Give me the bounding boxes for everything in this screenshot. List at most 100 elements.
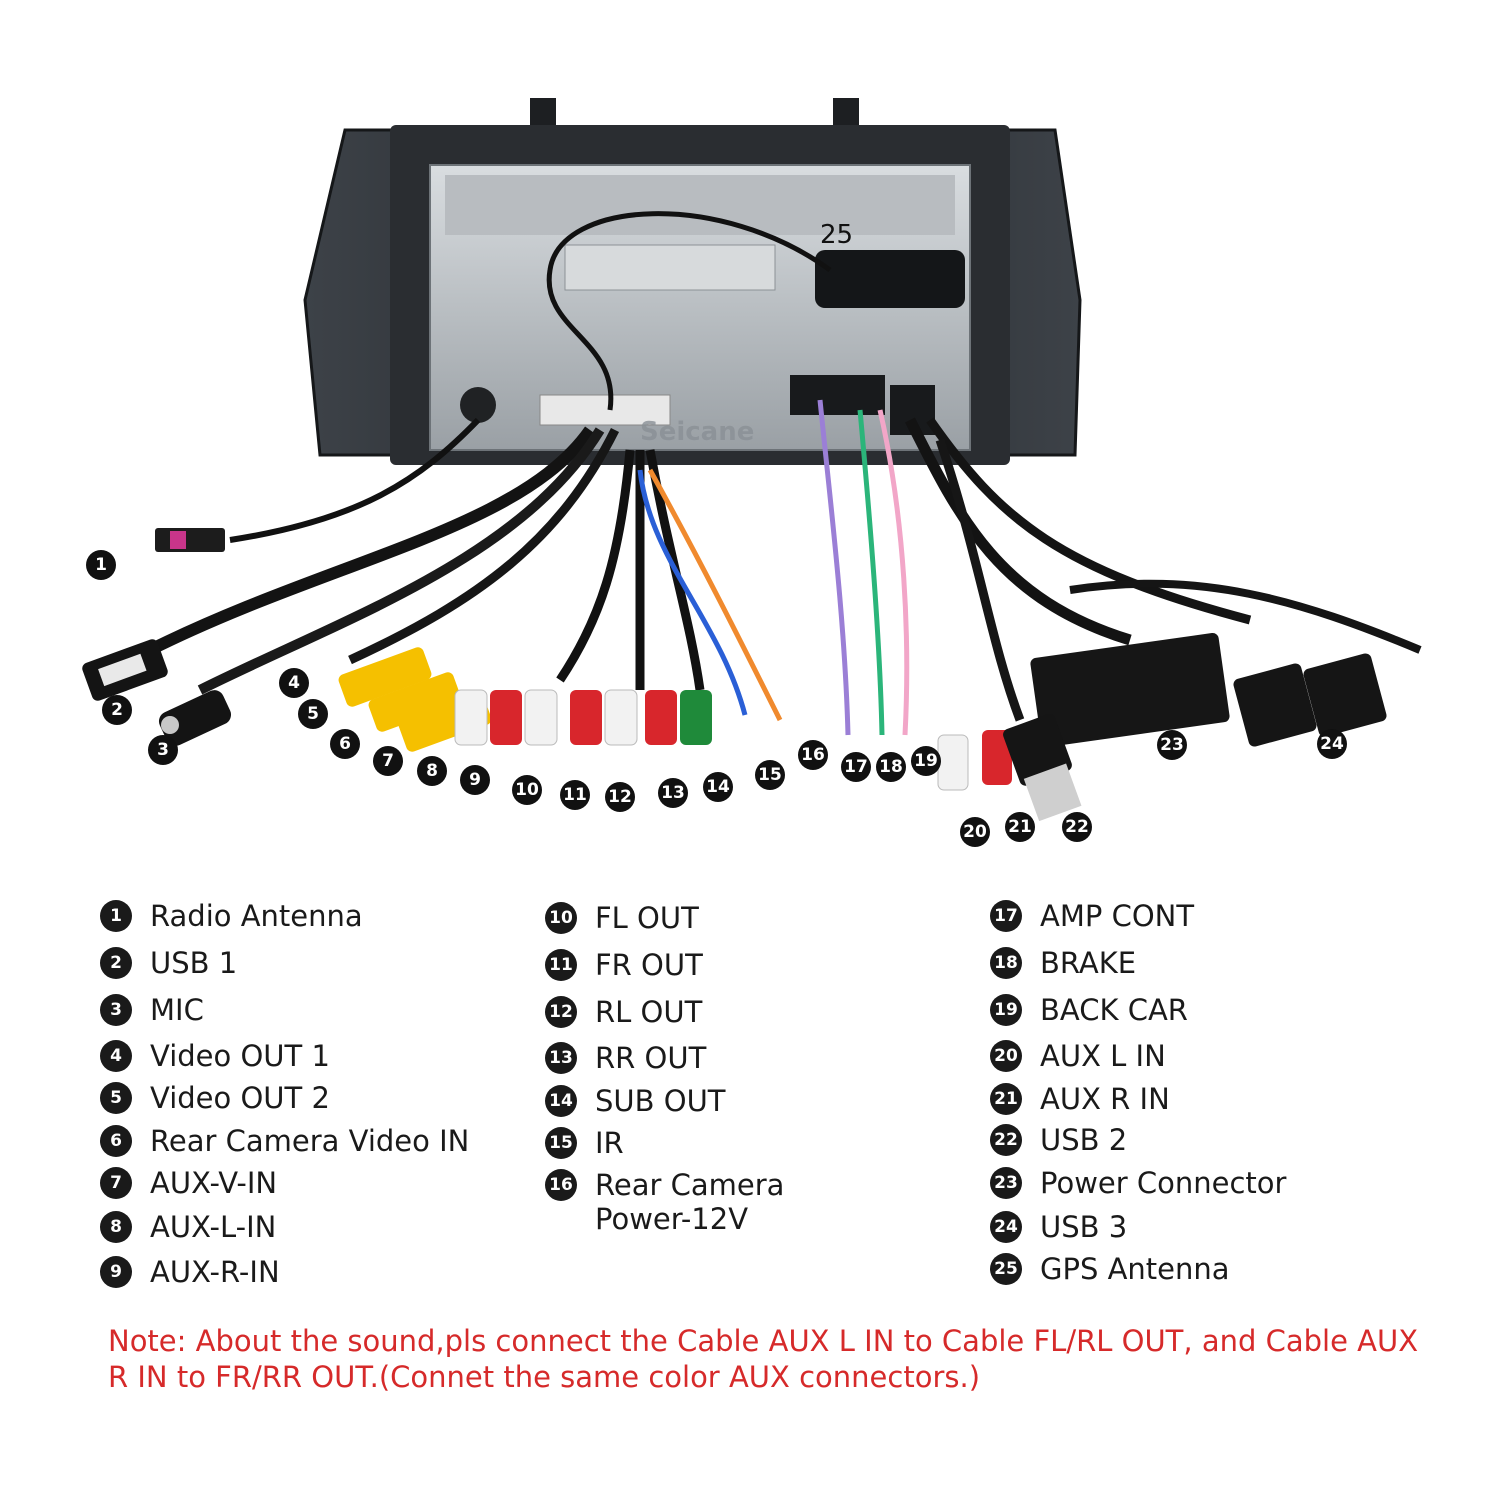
chassis-top-panel — [445, 175, 955, 235]
legend-label: AUX R IN — [1040, 1082, 1170, 1116]
brand-watermark: Seicane — [640, 417, 754, 447]
legend-label: Video OUT 2 — [150, 1081, 330, 1115]
legend-label: Radio Antenna — [150, 899, 363, 933]
antenna-port — [460, 387, 496, 423]
mic-connector — [158, 690, 232, 746]
wire-blue — [637, 469, 748, 716]
legend-label: FR OUT — [595, 948, 703, 982]
legend-num: 21 — [990, 1083, 1022, 1115]
wire-pink — [877, 409, 910, 736]
callout-6: 6 — [330, 729, 360, 759]
callout-24: 24 — [1317, 729, 1347, 759]
legend-label: Rear Camera Video IN — [150, 1124, 470, 1158]
callout-5: 5 — [298, 699, 328, 729]
legend-label: USB 3 — [1040, 1210, 1128, 1244]
radio-antenna-cable — [229, 417, 481, 543]
legend-num: 3 — [100, 994, 132, 1026]
legend-num: 18 — [990, 947, 1022, 979]
legend-label: GPS Antenna — [1040, 1252, 1230, 1286]
legend-label: Power Connector — [1040, 1166, 1287, 1200]
callout-17: 17 — [841, 752, 871, 782]
wire-green — [857, 409, 885, 736]
legend-item-3: 3 MIC — [100, 993, 204, 1027]
legend-label: Video OUT 1 — [150, 1039, 330, 1073]
legend-item-21: 21 AUX R IN — [990, 1082, 1170, 1116]
legend-label: RR OUT — [595, 1041, 707, 1075]
legend-num: 13 — [545, 1042, 577, 1074]
legend-num: 16 — [545, 1169, 577, 1201]
legend-num: 12 — [545, 996, 577, 1028]
legend-num: 5 — [100, 1082, 132, 1114]
usb3-connector-a — [1233, 663, 1317, 747]
legend-item-24: 24 USB 3 — [990, 1210, 1127, 1244]
callout-12: 12 — [605, 782, 635, 812]
legend-item-18: 18 BRAKE — [990, 946, 1136, 980]
usb3-connector-b — [1303, 653, 1387, 737]
callout-22: 22 — [1062, 812, 1092, 842]
wire-purple — [817, 399, 851, 736]
callout-18: 18 — [876, 752, 906, 782]
callout-20: 20 — [960, 817, 990, 847]
callout-25: 25 — [820, 220, 854, 250]
gps-cable — [546, 211, 832, 411]
port-strip-left — [539, 394, 671, 426]
legend-num: 10 — [545, 902, 577, 934]
harness-illustration: Seicane — [82, 98, 1422, 822]
legend-num: 23 — [990, 1167, 1022, 1199]
legend-num: 9 — [100, 1256, 132, 1288]
callout-19: 19 — [911, 746, 941, 776]
legend-label: RL OUT — [595, 995, 703, 1029]
power-connector-block — [1030, 632, 1230, 748]
usb3-cable — [1069, 579, 1422, 654]
legend-num: 17 — [990, 900, 1022, 932]
legend-num: 25 — [990, 1253, 1022, 1285]
aux-l-rca — [937, 734, 969, 791]
legend-item-1: 1 Radio Antenna — [100, 899, 363, 933]
callout-10: 10 — [512, 775, 542, 805]
power-socket — [790, 375, 885, 415]
legend-label: AMP CONT — [1040, 899, 1195, 933]
legend-label: AUX-L-IN — [150, 1210, 277, 1244]
legend-label: AUX-V-IN — [150, 1166, 278, 1200]
rca-bundle — [556, 449, 705, 691]
legend-item-25: 25 GPS Antenna — [990, 1252, 1230, 1286]
legend-item-5: 5 Video OUT 2 — [100, 1081, 330, 1115]
installation-note: Note: About the sound,pls connect the Ca… — [108, 1324, 1419, 1394]
callout-3: 3 — [148, 735, 178, 765]
callout-4: 4 — [279, 668, 309, 698]
callout-7: 7 — [373, 746, 403, 776]
callout-23: 23 — [1157, 730, 1187, 760]
legend-label: IR — [595, 1126, 624, 1160]
callout-21: 21 — [1005, 812, 1035, 842]
legend-num: 15 — [545, 1127, 577, 1159]
legend-item-15: 15 IR — [545, 1126, 624, 1160]
legend-num: 1 — [100, 900, 132, 932]
rca-white-red-group — [454, 689, 712, 746]
legend-label: BRAKE — [1040, 946, 1137, 980]
callout-8: 8 — [417, 756, 447, 786]
power-cable-3 — [935, 438, 1025, 722]
legend-num: 4 — [100, 1040, 132, 1072]
legend-item-23: 23 Power Connector — [990, 1166, 1286, 1200]
power-cable-1 — [905, 417, 1132, 646]
legend-label: BACK CAR — [1040, 993, 1188, 1027]
legend-num: 11 — [545, 949, 577, 981]
legend-num: 24 — [990, 1211, 1022, 1243]
callout-1: 1 — [86, 550, 116, 580]
legend-num: 6 — [100, 1125, 132, 1157]
fakra-pink-tip — [170, 531, 186, 549]
legend-label: FL OUT — [595, 901, 699, 935]
callout-2: 2 — [102, 695, 132, 725]
legend-num: 2 — [100, 947, 132, 979]
legend-label: MIC — [150, 993, 204, 1027]
callout-9: 9 — [460, 765, 490, 795]
fakra-connector — [155, 528, 225, 552]
legend-item-11: 11 FR OUT — [545, 948, 703, 982]
callout-14: 14 — [703, 772, 733, 802]
